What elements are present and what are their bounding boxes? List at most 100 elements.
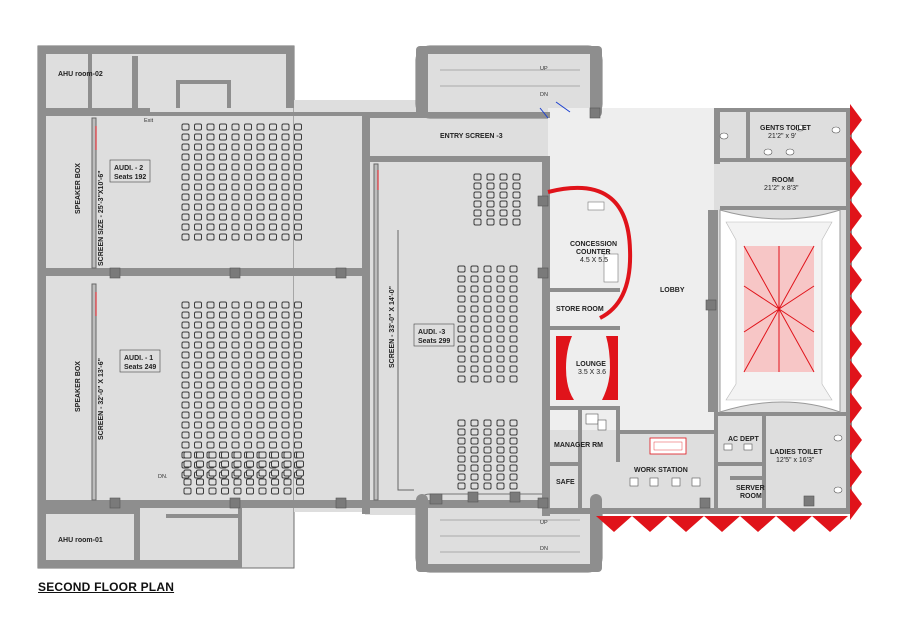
- audi-1-name: AUDI. - 1: [124, 355, 153, 362]
- seat: [194, 133, 202, 141]
- seat: [219, 301, 227, 309]
- seat: [256, 371, 265, 379]
- seat: [457, 375, 466, 383]
- seat: [181, 203, 190, 211]
- seat: [294, 183, 302, 191]
- seat: [206, 401, 215, 409]
- seat: [269, 361, 277, 369]
- seat: [294, 371, 302, 379]
- seat: [194, 203, 202, 211]
- seat: [219, 321, 227, 329]
- seat: [269, 341, 277, 349]
- seat: [231, 153, 240, 161]
- seat: [194, 163, 202, 171]
- seat: [509, 419, 518, 427]
- gents-toilet-label: GENTS TOILET: [760, 125, 812, 132]
- concession-label-2: COUNTER: [576, 249, 611, 256]
- seat: [509, 464, 518, 472]
- seat: [470, 446, 479, 454]
- seat: [483, 325, 492, 333]
- seat: [206, 163, 215, 171]
- seat: [294, 223, 302, 231]
- seat: [206, 431, 215, 439]
- seat: [496, 437, 505, 445]
- seat: [470, 275, 479, 283]
- seat: [244, 163, 252, 171]
- seat: [206, 133, 215, 141]
- seat: [269, 331, 277, 339]
- seat: [509, 275, 518, 283]
- seat: [206, 341, 215, 349]
- audi-3-screen-label: SCREEN - 33'-0" X 14'-0": [389, 286, 396, 368]
- seat: [231, 213, 240, 221]
- seat: [219, 213, 227, 221]
- seat: [256, 301, 265, 309]
- seat: [258, 487, 267, 495]
- seat: [219, 173, 227, 181]
- seat: [509, 345, 518, 353]
- seat: [496, 482, 505, 490]
- ahu-room-01-label: AHU room-01: [58, 537, 103, 544]
- seat: [256, 381, 265, 389]
- seat: [281, 351, 290, 359]
- manager-room-label: MANAGER RM: [554, 442, 603, 449]
- seat: [470, 473, 479, 481]
- seat: [496, 455, 505, 463]
- ladies-toilet-size: 12'5" x 16'3": [776, 457, 815, 464]
- seat: [206, 233, 215, 241]
- seat: [281, 193, 290, 201]
- seat: [509, 305, 518, 313]
- seat: [512, 191, 521, 199]
- seat: [294, 123, 302, 131]
- seat: [496, 355, 505, 363]
- seat: [206, 361, 215, 369]
- seat: [181, 133, 190, 141]
- seat: [509, 437, 518, 445]
- seat: [470, 325, 479, 333]
- seat: [221, 451, 229, 459]
- seat: [206, 421, 215, 429]
- seat: [244, 351, 252, 359]
- seat: [256, 441, 265, 449]
- seat: [269, 153, 277, 161]
- seat: [231, 223, 240, 231]
- seat: [219, 361, 227, 369]
- seat: [509, 428, 518, 436]
- seat: [181, 341, 190, 349]
- seat: [181, 431, 190, 439]
- seat: [470, 355, 479, 363]
- seat: [233, 469, 242, 477]
- seat: [231, 163, 240, 171]
- seat: [219, 233, 227, 241]
- seat: [219, 371, 227, 379]
- seat: [256, 153, 265, 161]
- seat: [231, 351, 240, 359]
- seat: [206, 143, 215, 151]
- seat: [496, 265, 505, 273]
- seat: [294, 331, 302, 339]
- seat: [194, 193, 202, 201]
- seat: [483, 355, 492, 363]
- seat: [256, 203, 265, 211]
- room-labels: AHU room-02 AHU room-01 Exit AUDI. - 2 S…: [58, 66, 823, 552]
- seat: [258, 460, 267, 468]
- seat: [296, 451, 304, 459]
- seat: [281, 133, 290, 141]
- seat: [183, 451, 192, 459]
- seat: [499, 182, 508, 190]
- seat: [256, 133, 265, 141]
- seat: [509, 335, 518, 343]
- seat: [283, 451, 292, 459]
- seat: [470, 482, 479, 490]
- seat: [208, 478, 217, 486]
- seat: [294, 133, 302, 141]
- seat: [219, 183, 227, 191]
- seat: [244, 421, 252, 429]
- seat: [294, 351, 302, 359]
- seat: [294, 361, 302, 369]
- seat: [281, 213, 290, 221]
- server-room-label-2: ROOM: [740, 493, 762, 500]
- seat: [457, 335, 466, 343]
- seat: [244, 411, 252, 419]
- seat: [219, 421, 227, 429]
